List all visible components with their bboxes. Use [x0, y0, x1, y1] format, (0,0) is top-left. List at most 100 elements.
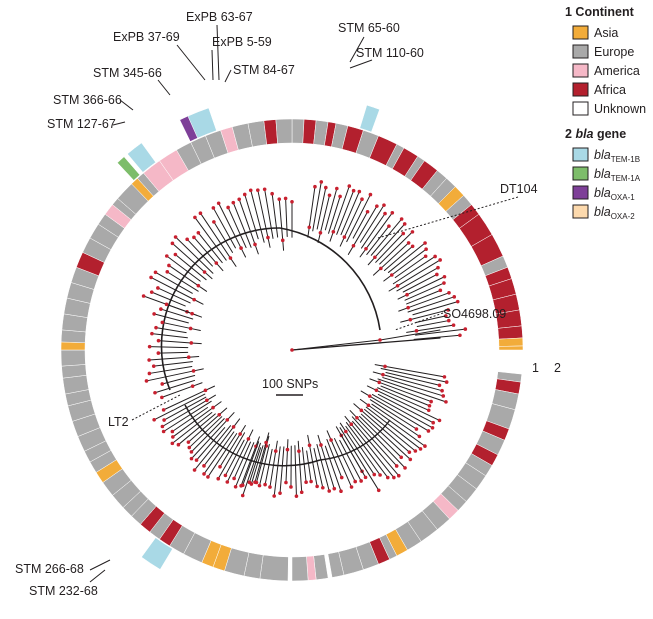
- tree-node: [153, 391, 157, 395]
- tree-branch: [279, 199, 282, 240]
- tree-branch: [156, 328, 186, 333]
- tree-node: [239, 246, 243, 250]
- tree-node: [415, 329, 419, 333]
- tree-node: [142, 294, 146, 298]
- tree-node: [150, 332, 154, 336]
- continent-ring-segment: [499, 338, 523, 346]
- tree-node: [360, 197, 364, 201]
- tree-branch: [395, 256, 425, 277]
- tree-node: [171, 430, 175, 434]
- bla-gene-legend: 2 bla gene blaTEM-1BblaTEM-1AblaOXA-1bla…: [565, 127, 641, 221]
- continent-ring-segment: [61, 342, 85, 350]
- tree-node: [464, 327, 468, 331]
- tree-node: [321, 486, 325, 490]
- tree-node: [211, 406, 215, 410]
- tree-node: [442, 281, 446, 285]
- tree-node: [339, 489, 343, 493]
- tree-node: [197, 284, 201, 288]
- tree-node: [406, 306, 410, 310]
- tree-branch: [154, 314, 188, 323]
- tree-node: [373, 255, 377, 259]
- tree-node: [433, 255, 437, 259]
- tree-node: [190, 450, 194, 454]
- tree-node: [399, 455, 403, 459]
- tree-branch: [314, 448, 323, 487]
- tree-node: [199, 211, 203, 215]
- tree-node: [456, 300, 460, 304]
- tree-node: [263, 187, 267, 191]
- tree-node: [253, 480, 257, 484]
- dt104-label: DT104: [500, 182, 538, 196]
- tree-node: [238, 432, 242, 436]
- tree-node: [443, 375, 447, 379]
- tree-node: [290, 200, 294, 204]
- tree-node: [159, 307, 163, 311]
- tree-node: [382, 203, 386, 207]
- tree-node: [444, 400, 448, 404]
- tree-node: [372, 473, 376, 477]
- leader-line: [90, 570, 105, 582]
- isolate-label: STM 65-60: [338, 21, 400, 35]
- continent-ring-segment: [276, 119, 292, 144]
- tree-node: [347, 184, 351, 188]
- tree-node: [231, 201, 235, 205]
- tree-branch: [150, 347, 188, 348]
- tree-node: [217, 413, 221, 417]
- tree-node: [315, 485, 319, 489]
- legend-item-label: blaTEM-1B: [594, 148, 640, 164]
- tree-node: [386, 476, 390, 480]
- tree-node: [304, 480, 308, 484]
- so4698-label: SO4698.09: [443, 307, 506, 321]
- tree-node: [149, 276, 153, 280]
- tree-node: [197, 231, 201, 235]
- tree-branch: [367, 226, 389, 254]
- tree-node: [332, 487, 336, 491]
- tree-node: [447, 291, 451, 295]
- tree-node: [232, 425, 236, 429]
- tree-node: [429, 400, 433, 404]
- tree-node: [190, 457, 194, 461]
- tree-node: [431, 421, 435, 425]
- tree-node: [401, 232, 405, 236]
- tree-node: [171, 435, 175, 439]
- leader-line: [177, 45, 205, 80]
- legend-item-label: Unknown: [594, 102, 646, 116]
- tree-node: [408, 450, 412, 454]
- tree-node: [355, 416, 359, 420]
- tree-node: [274, 449, 278, 453]
- tree-node: [378, 473, 382, 477]
- tree-node: [224, 474, 228, 478]
- tree-node: [187, 440, 191, 444]
- tree-branch: [366, 407, 420, 449]
- legend-swatch: [573, 83, 588, 96]
- leader-line: [350, 60, 372, 68]
- tree-node: [411, 244, 415, 248]
- tree-node: [281, 239, 285, 243]
- tree-node: [202, 464, 206, 468]
- legend-swatch: [573, 205, 588, 218]
- isolate-label: ExPB 37-69: [113, 30, 180, 44]
- tree-node: [441, 394, 445, 398]
- tree-branch: [320, 195, 329, 232]
- leader-line: [158, 80, 170, 95]
- tree-branch: [162, 386, 193, 397]
- isolate-label: STM 127-67: [47, 117, 116, 131]
- isolate-label: STM 84-67: [233, 63, 295, 77]
- tree-node: [369, 193, 373, 197]
- tree-node: [185, 238, 189, 242]
- tree-node: [414, 449, 418, 453]
- tree-node: [268, 485, 272, 489]
- tree-node: [360, 409, 364, 413]
- tree-node: [270, 192, 274, 196]
- tree-node: [392, 476, 396, 480]
- tree-branch: [307, 451, 311, 482]
- tree-node: [308, 443, 312, 447]
- leader-line: [225, 70, 231, 82]
- tree-node: [160, 396, 164, 400]
- tree-branch: [159, 341, 192, 343]
- tree-node: [284, 481, 288, 485]
- tree-node: [148, 372, 152, 376]
- tree-branch: [340, 440, 361, 481]
- continent-ring-segment: [292, 119, 304, 143]
- tree-node: [359, 479, 363, 483]
